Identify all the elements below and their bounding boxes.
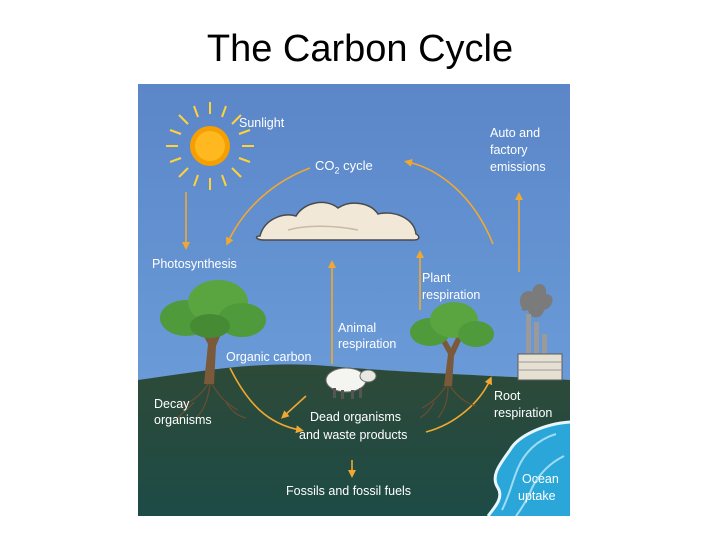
- root-respiration-arrow: [425, 376, 492, 433]
- tree-left: [160, 280, 266, 421]
- cloud: [255, 201, 420, 241]
- label-plant-respiration-1: Plant: [422, 271, 451, 285]
- label-sunlight: Sunlight: [239, 116, 285, 130]
- sun-icon: [166, 102, 254, 190]
- decay-arrow: [281, 395, 307, 419]
- label-dead-organisms-1: Dead organisms: [310, 410, 402, 424]
- label-ocean-2: uptake: [518, 489, 556, 503]
- label-organic-carbon: Organic carbon: [226, 350, 312, 364]
- carbon-cycle-diagram: Sunlight Auto and factory emissions CO2 …: [138, 84, 571, 517]
- tree-right: [410, 302, 494, 419]
- label-auto-emissions-1: Auto and: [490, 126, 541, 140]
- ocean-wave: [501, 433, 557, 511]
- label-dead-organisms-2: and waste products: [299, 428, 408, 442]
- ocean-wave: [515, 455, 565, 517]
- label-ocean-1: Ocean: [522, 472, 559, 486]
- ocean-shoreline: [486, 420, 571, 517]
- label-photosynthesis: Photosynthesis: [152, 257, 237, 271]
- label-fossils: Fossils and fossil fuels: [286, 484, 412, 498]
- ground: [138, 364, 570, 516]
- organic-carbon-arrow: [229, 367, 304, 434]
- label-plant-respiration-2: respiration: [422, 288, 481, 302]
- label-auto-emissions-3: emissions: [490, 160, 546, 174]
- label-root-respiration-2: respiration: [494, 406, 553, 420]
- label-animal-respiration-2: respiration: [338, 337, 397, 351]
- label-decay-2: organisms: [154, 413, 212, 427]
- label-auto-emissions-2: factory: [490, 143, 528, 157]
- co2-prefix: CO: [315, 158, 335, 173]
- sheep-icon: [325, 367, 377, 399]
- label-co2-cycle: CO2 cycle: [315, 158, 373, 179]
- co2-suffix: cycle: [339, 158, 373, 173]
- co2-arrow-left: [226, 167, 311, 246]
- co2-arrow-right: [404, 159, 494, 245]
- factory-icon: [517, 283, 563, 381]
- diagram-illustration: [138, 84, 571, 517]
- label-animal-respiration-1: Animal: [338, 321, 377, 335]
- label-root-respiration-1: Root: [494, 389, 521, 403]
- co2-subscript: 2: [334, 165, 340, 176]
- label-decay-1: Decay: [154, 397, 190, 411]
- slide-title: The Carbon Cycle: [206, 28, 514, 70]
